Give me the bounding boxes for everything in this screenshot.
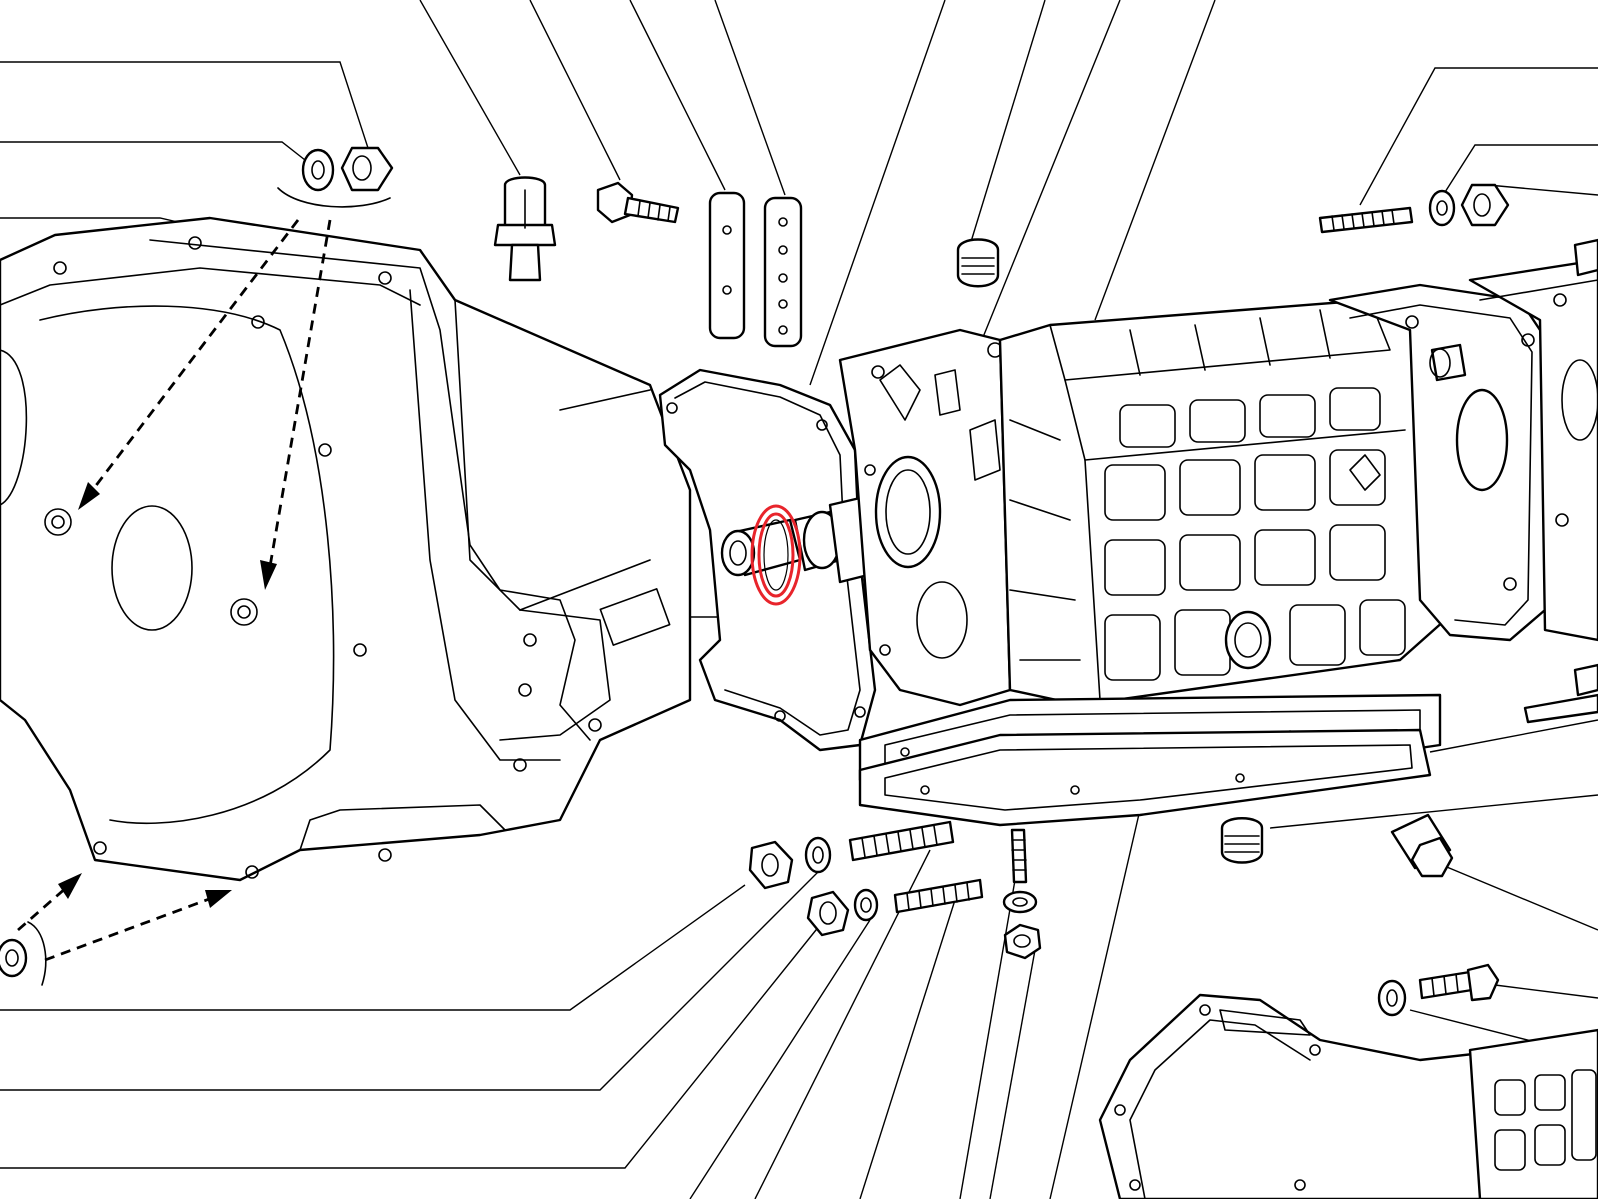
bolt-hole xyxy=(188,236,202,250)
bolt-hole xyxy=(378,271,392,285)
leader-line xyxy=(0,61,369,149)
stud-bottom-2 xyxy=(893,878,984,914)
nut-bottom-1 xyxy=(748,840,794,890)
leader-line xyxy=(0,884,746,1011)
washer-bottom-1 xyxy=(804,836,832,874)
washer-top xyxy=(301,148,335,192)
drain-boss xyxy=(1224,610,1272,670)
leader-line xyxy=(1269,794,1598,829)
circlip-highlighted xyxy=(750,504,802,606)
bolt-hole xyxy=(353,643,367,657)
circlip-inner xyxy=(757,512,795,598)
leader-line xyxy=(0,869,821,1091)
nut-bottom-left xyxy=(0,938,28,978)
gearbox-main-case xyxy=(838,298,1447,707)
leader-line xyxy=(969,0,1046,246)
stud-boss-inner xyxy=(237,605,251,619)
leader-line xyxy=(1429,859,1598,931)
breather-plug xyxy=(493,176,557,282)
nut-bottom-2 xyxy=(806,890,850,937)
threaded-plug-small xyxy=(1220,817,1264,864)
bell-housing xyxy=(0,216,692,882)
nut-vertical xyxy=(1003,923,1042,960)
bolt-hole xyxy=(53,261,67,275)
assembly-arrows xyxy=(17,187,391,986)
lower-bore xyxy=(916,581,968,659)
washer-top-right xyxy=(1428,189,1456,227)
washer-bottom-2 xyxy=(853,888,879,922)
input-shaft xyxy=(720,496,870,584)
arrow-head xyxy=(260,560,277,590)
leader-line xyxy=(1094,0,1216,321)
stud-boss xyxy=(230,598,258,626)
stud-top-right xyxy=(1318,206,1414,234)
rear-housing xyxy=(1328,258,1598,642)
nut-top-right xyxy=(1460,183,1510,227)
arrow-head xyxy=(58,873,82,899)
extension-housing xyxy=(1098,993,1598,1199)
bolt-hole xyxy=(523,633,537,647)
bolt-hole xyxy=(588,718,602,732)
washer-right xyxy=(1377,979,1407,1017)
bell-housing-opening xyxy=(111,505,193,631)
leader-line xyxy=(1439,144,1598,201)
blanking-plug xyxy=(956,238,1000,288)
stud-edge-right xyxy=(1523,238,1598,724)
stud-boss xyxy=(44,508,72,536)
stud-vertical xyxy=(1010,828,1028,884)
shim-plate-large xyxy=(763,196,803,348)
drain-plug-right xyxy=(1390,813,1454,878)
leader-line xyxy=(1429,719,1598,753)
bolt-hole xyxy=(251,315,265,329)
leader-line xyxy=(714,0,786,196)
stud-bottom-1 xyxy=(848,820,955,862)
leader-line xyxy=(0,924,821,1169)
leader-line xyxy=(629,0,726,191)
sump-plate xyxy=(858,728,1432,827)
housing-window xyxy=(599,588,671,646)
washer-vertical xyxy=(1002,890,1038,914)
shim-plate-small xyxy=(708,191,746,340)
bolt-hole xyxy=(378,848,392,862)
assembly-bracket xyxy=(27,921,47,986)
bolt-hole xyxy=(318,443,332,457)
case-ribs xyxy=(1104,387,1406,681)
hex-bolt-top xyxy=(596,181,680,224)
bolt-hole xyxy=(93,841,107,855)
leader-line xyxy=(419,0,521,176)
bolt-hole xyxy=(518,683,532,697)
arrow-head xyxy=(205,890,232,908)
leader-line xyxy=(689,919,871,1199)
leader-line xyxy=(859,899,956,1199)
leader-line xyxy=(0,141,306,161)
leader-line xyxy=(1487,184,1598,196)
nut-top xyxy=(340,146,394,192)
leader-line xyxy=(809,0,946,386)
leader-line xyxy=(1049,774,1149,1199)
circlip-outer xyxy=(750,504,802,606)
leader-line xyxy=(529,0,621,181)
stud-boss-inner xyxy=(51,515,65,529)
leader-line xyxy=(989,949,1036,1199)
hex-bolt-right xyxy=(1418,963,1500,1002)
arrow-head xyxy=(78,482,100,510)
assembly-bracket xyxy=(277,187,391,208)
bolt-hole xyxy=(513,758,527,772)
bolt-hole xyxy=(245,865,259,879)
leader-line xyxy=(1494,984,1598,999)
leader-line xyxy=(959,879,1016,1199)
leader-line xyxy=(1359,67,1598,206)
